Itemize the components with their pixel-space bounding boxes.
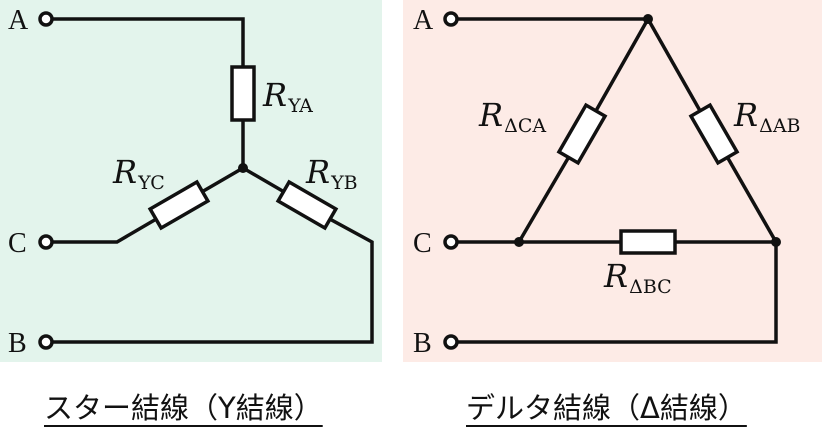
star-terminal-label-b: B — [8, 328, 27, 359]
delta-wire-ab-bottom — [726, 157, 779, 245]
star-panel: A C B RYA RYC RYB — [0, 0, 382, 362]
delta-wire-b — [456, 240, 778, 344]
resistor-ca — [556, 102, 608, 166]
delta-panel-background — [403, 0, 822, 362]
label-r-yc: RYC — [112, 153, 165, 194]
star-wire-c-left — [51, 215, 161, 244]
delta-wire-ca-top — [594, 16, 651, 112]
delta-wire-ab-top — [645, 16, 702, 112]
star-wire-b-right — [51, 215, 374, 344]
star-caption: スター結線（Y結線） — [44, 391, 323, 425]
label-r-ab: RΔAB — [733, 96, 801, 137]
star-neutral-junction — [238, 163, 248, 173]
star-panel-background — [0, 0, 382, 362]
delta-junction-a — [643, 14, 653, 24]
resistor-yc — [147, 179, 211, 231]
resistor-bc — [619, 229, 677, 255]
delta-terminal-a — [443, 11, 459, 27]
delta-terminal-label-c: C — [413, 228, 432, 259]
delta-junction-c — [514, 237, 524, 247]
label-r-ya: RYA — [262, 76, 313, 117]
delta-terminal-b — [443, 334, 459, 350]
star-wire-yc-center — [197, 165, 246, 196]
star-terminal-label-a: A — [8, 5, 29, 36]
delta-junction-b — [771, 237, 781, 247]
label-r-yb: RYB — [305, 153, 358, 194]
delta-caption: デルタ結線（Δ結線） — [466, 391, 747, 425]
delta-terminal-label-a: A — [413, 5, 434, 36]
star-terminal-label-c: C — [8, 228, 27, 259]
resistor-ya — [230, 65, 256, 122]
star-terminal-b — [38, 334, 54, 350]
resistor-yb — [275, 179, 339, 231]
star-wire-yb-center — [240, 165, 289, 196]
delta-wire-ca-bottom — [516, 157, 570, 245]
delta-terminal-c — [443, 234, 459, 250]
star-terminal-a — [38, 11, 54, 27]
star-wire-a — [51, 17, 245, 69]
star-terminal-c — [38, 234, 54, 250]
delta-terminal-label-b: B — [413, 328, 432, 359]
label-r-bc: RΔBC — [603, 257, 672, 298]
delta-panel: A C B RΔCA RΔAB RΔBC — [403, 0, 822, 362]
label-r-ca: RΔCA — [478, 96, 546, 137]
resistor-ab — [688, 102, 740, 166]
